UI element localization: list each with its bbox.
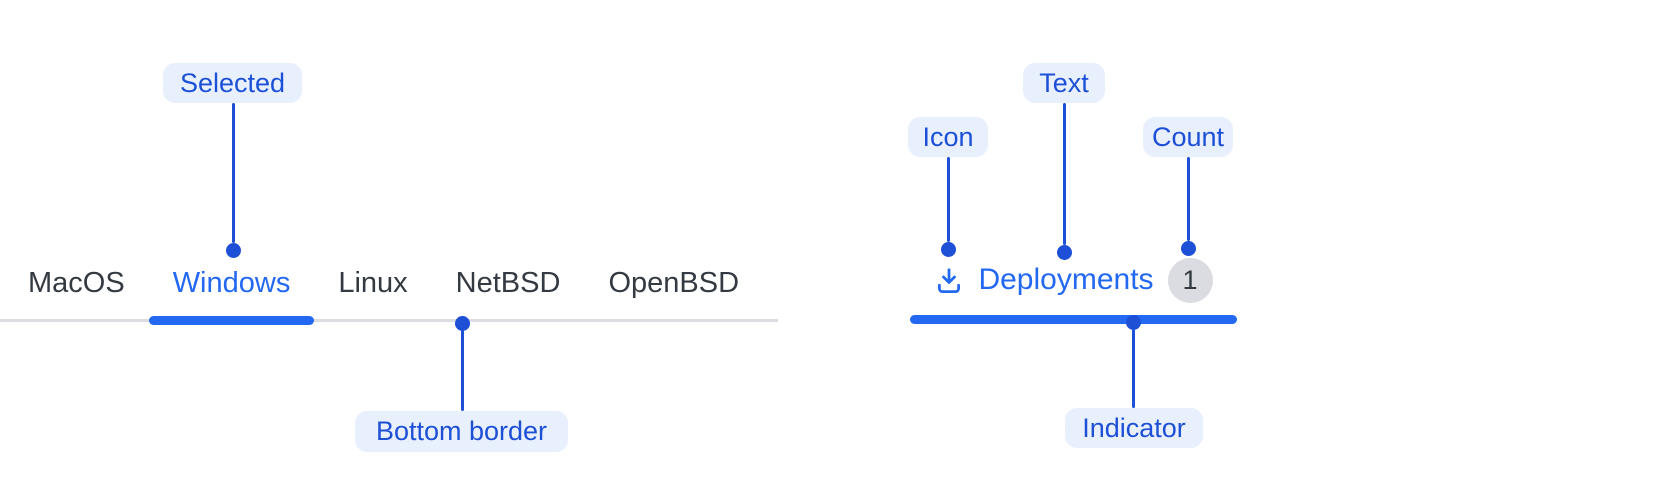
callout-text: Text xyxy=(1023,63,1105,103)
download-icon xyxy=(938,268,961,293)
callout-bottom-border-line xyxy=(460,330,464,411)
selected-tab-indicator xyxy=(910,315,1237,324)
tab-deployments[interactable]: Deployments 1 xyxy=(910,254,1237,324)
tab-netbsd[interactable]: NetBSD xyxy=(455,267,561,299)
tab-deployments-label: Deployments xyxy=(978,263,1154,296)
tab-linux[interactable]: Linux xyxy=(338,267,408,299)
tab-macos[interactable]: MacOS xyxy=(28,267,125,299)
callout-indicator: Indicator xyxy=(1065,408,1203,448)
callout-count: Count xyxy=(1143,117,1233,157)
callout-text-line xyxy=(1062,103,1066,245)
tab-bar: MacOS Windows Linux NetBSD OpenBSD xyxy=(0,251,778,325)
tab-windows-label: Windows xyxy=(172,267,291,299)
callout-selected-dot xyxy=(225,242,241,258)
tab-windows-selected[interactable]: Windows xyxy=(148,267,315,325)
callout-bottom-border: Bottom border xyxy=(355,411,568,452)
callout-icon-line xyxy=(946,157,950,242)
callout-icon-dot xyxy=(940,241,956,257)
callout-selected-line xyxy=(231,103,235,243)
callout-indicator-line xyxy=(1131,329,1135,408)
tab-deployments-content: Deployments 1 xyxy=(910,254,1237,306)
callout-count-dot xyxy=(1180,240,1196,256)
callout-text-dot xyxy=(1056,244,1072,260)
selected-tab-bottom-border xyxy=(148,316,315,325)
callout-bottom-border-dot xyxy=(454,315,470,331)
tab-openbsd[interactable]: OpenBSD xyxy=(608,267,740,299)
callout-selected: Selected xyxy=(163,63,302,103)
callout-indicator-dot xyxy=(1125,314,1141,330)
callout-count-line xyxy=(1186,157,1190,241)
callout-icon: Icon xyxy=(908,117,988,157)
count-badge: 1 xyxy=(1167,257,1213,303)
